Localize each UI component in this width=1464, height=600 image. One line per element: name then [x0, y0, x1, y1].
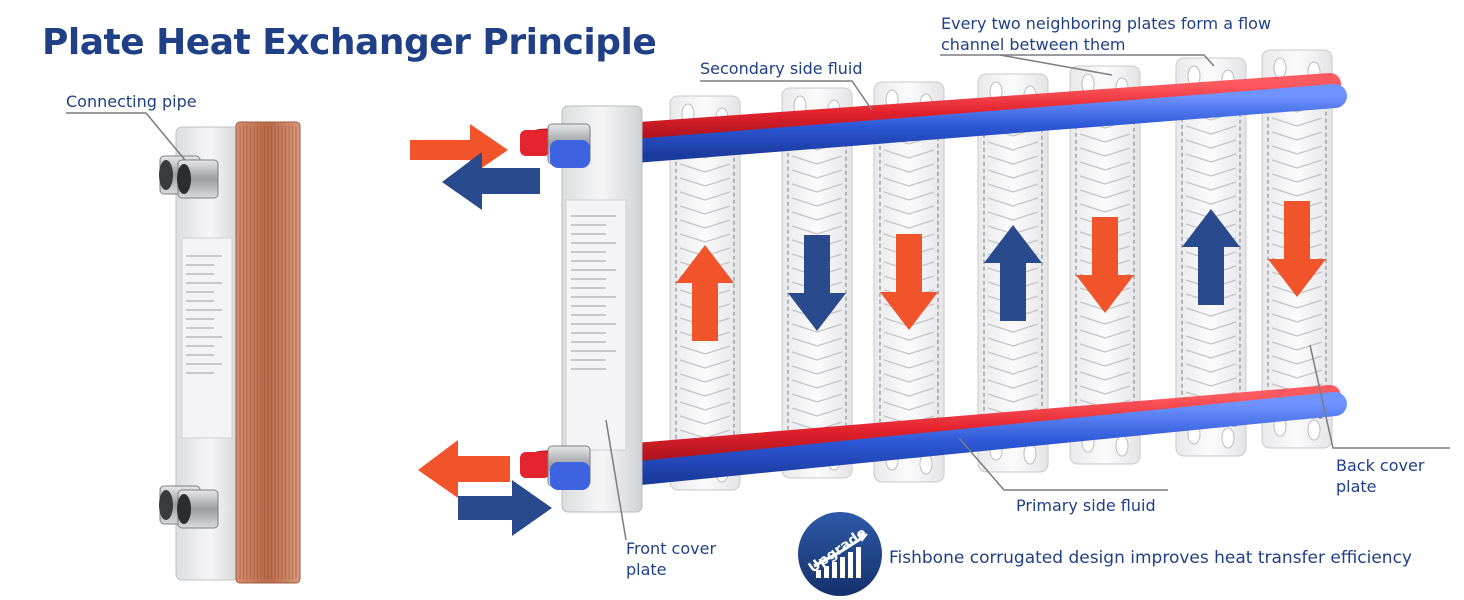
heat-plate [1175, 57, 1247, 457]
down-arrow-icon [880, 234, 938, 330]
upgrade-badge-icon: Upgrade [798, 512, 882, 596]
back-cover-label-line1: Back cover [1336, 456, 1425, 475]
secondary-fluid-label: Secondary side fluid [700, 59, 863, 78]
cold-inlet-arrow [458, 480, 552, 536]
nameplate-label [181, 237, 233, 439]
up-arrow-icon [1182, 209, 1240, 305]
back-cover-label-line2: plate [1336, 477, 1377, 496]
pipe-connector-icon [159, 485, 219, 529]
up-arrow-icon [984, 225, 1042, 321]
front-cover-label-line1: Front cover [626, 539, 717, 558]
copper-fins [239, 126, 297, 579]
flow-channel-label-line2: channel between them [941, 35, 1126, 54]
cold-outlet-arrow [442, 152, 540, 210]
down-arrow-icon [1268, 201, 1326, 297]
callout-lines [66, 54, 1450, 541]
front-cover-label-line2: plate [626, 560, 667, 579]
heat-exchanger-unit [159, 121, 301, 584]
connecting-pipe-label: Connecting pipe [66, 92, 197, 111]
down-arrow-icon [788, 235, 846, 331]
up-arrow-icon [676, 245, 734, 341]
flow-channel-label-line1: Every two neighboring plates form a flow [941, 14, 1272, 33]
upgrade-caption: Fishbone corrugated design improves heat… [889, 548, 1412, 568]
hot-inlet-arrow [410, 124, 508, 176]
page-title: Plate Heat Exchanger Principle [42, 22, 657, 63]
pipe-connector-icon [159, 155, 219, 199]
front-cover-plate [520, 105, 643, 513]
primary-pipe [558, 84, 1347, 492]
heat-plate [1261, 49, 1333, 449]
hot-outlet-arrow [418, 440, 510, 498]
down-arrow-icon [1076, 217, 1134, 313]
primary-fluid-label: Primary side fluid [1016, 496, 1156, 515]
